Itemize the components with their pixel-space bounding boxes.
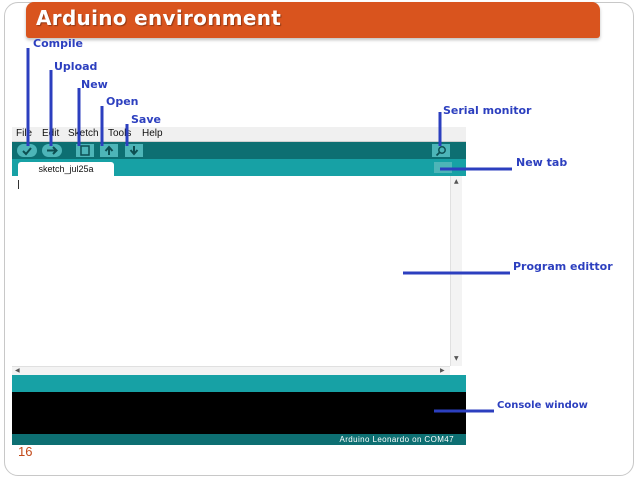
menu-tools[interactable]: Tools — [108, 128, 132, 139]
label-program-editor: Program edittor — [513, 260, 613, 273]
label-console-window: Console window — [497, 400, 588, 411]
scroll-down-icon[interactable]: ▼ — [454, 355, 459, 362]
menu-sketch[interactable]: Sketch — [68, 128, 99, 139]
horizontal-scrollbar[interactable]: ◀ ▶ — [12, 366, 450, 375]
label-open: Open — [106, 95, 139, 108]
scroll-up-icon[interactable]: ▲ — [454, 178, 459, 185]
menu-file[interactable]: File — [16, 128, 33, 139]
tab-sketch[interactable]: sketch_jul25a — [18, 162, 114, 176]
vertical-scrollbar[interactable]: ▲ ▼ — [450, 176, 462, 366]
upload-button[interactable] — [42, 144, 62, 157]
label-save: Save — [131, 113, 161, 126]
arduino-ide-window: File Edit Sketch Tools Help sketch_jul25… — [12, 127, 466, 445]
menu-bar: File Edit Sketch Tools Help — [12, 127, 466, 142]
page-number: 16 — [18, 444, 33, 459]
message-area — [12, 375, 466, 392]
console-window — [12, 392, 466, 434]
slide-title: Arduino environment — [36, 6, 282, 30]
menu-help[interactable]: Help — [142, 128, 163, 139]
label-new: New — [81, 78, 108, 91]
verify-button[interactable] — [17, 144, 37, 157]
label-compile: Compile — [33, 37, 83, 50]
menu-edit[interactable]: Edit — [42, 128, 60, 139]
scroll-right-icon[interactable]: ▶ — [440, 367, 445, 374]
serial-monitor-button[interactable] — [432, 144, 450, 157]
text-caret — [18, 180, 19, 189]
arrow-right-icon — [47, 146, 58, 155]
status-bar: Arduino Leonardo on COM47 — [12, 434, 466, 445]
save-button[interactable] — [125, 144, 143, 157]
check-icon — [22, 147, 32, 156]
program-editor[interactable]: ▲ ▼ ◀ ▶ — [12, 176, 466, 375]
arrow-down-icon — [129, 146, 139, 156]
new-tab-button[interactable] — [434, 162, 452, 173]
scroll-left-icon[interactable]: ◀ — [15, 367, 20, 374]
arrow-up-icon — [104, 145, 114, 155]
new-button[interactable] — [76, 144, 94, 157]
label-new-tab: New tab — [516, 156, 568, 169]
open-button[interactable] — [100, 144, 118, 157]
title-bar — [26, 2, 600, 38]
tab-strip: sketch_jul25a — [12, 159, 466, 176]
toolbar — [12, 142, 466, 159]
magnifier-icon — [435, 146, 446, 157]
board-status: Arduino Leonardo on COM47 — [339, 435, 454, 444]
label-upload: Upload — [54, 60, 98, 73]
document-icon — [80, 145, 90, 156]
label-serial-monitor: Serial monitor — [443, 104, 532, 117]
